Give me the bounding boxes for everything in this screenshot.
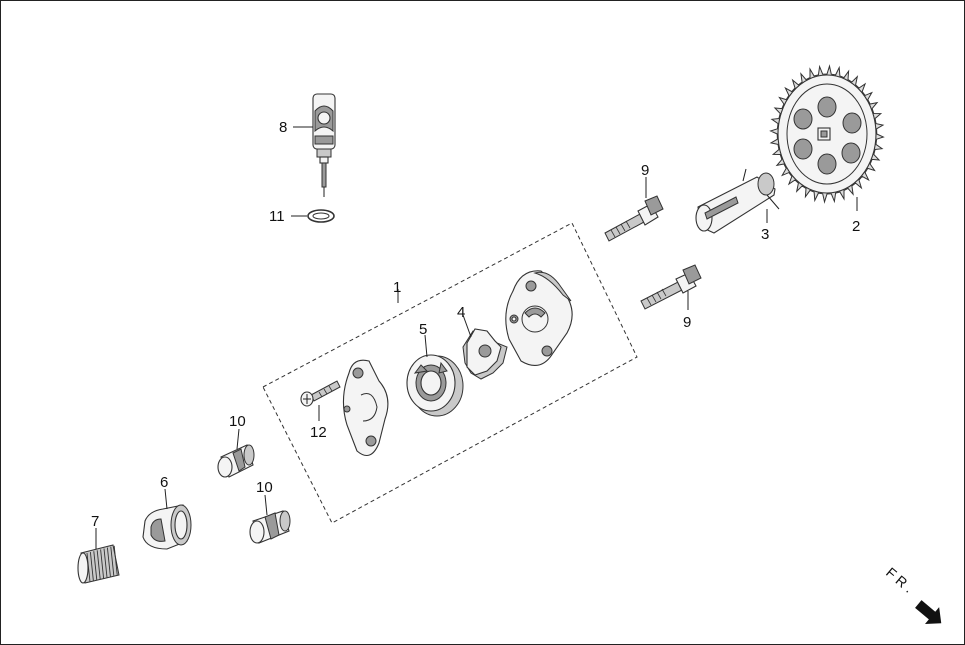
callout-10-lower: 10: [256, 479, 273, 496]
callout-7: 7: [91, 513, 99, 530]
thread-line: [86, 552, 91, 583]
thread-line: [106, 547, 111, 577]
part-8-oil-dipstick[interactable]: [312, 93, 336, 197]
callout-4: 4: [457, 304, 465, 321]
callout-2: 2: [852, 218, 860, 235]
front-label: F R .: [883, 564, 917, 596]
part-6-cap[interactable]: [142, 504, 192, 550]
callout-12: 12: [310, 424, 327, 441]
leader-lines: [95, 126, 858, 549]
front-direction-indicator: F R .: [883, 564, 942, 624]
part-5-outer-rotor[interactable]: [406, 354, 464, 417]
callout-11: 11: [269, 208, 285, 225]
callout-9-upper: 9: [641, 162, 649, 179]
callout-6: 6: [160, 474, 168, 491]
thread-line: [110, 546, 115, 576]
callout-8: 8: [279, 119, 287, 136]
callout-labels: 1 2 3 4 5 6 7 8 9 9 10 10 11 12: [91, 119, 860, 530]
part-9-bolt-lower[interactable]: [640, 264, 702, 310]
pump-body[interactable]: [505, 270, 573, 367]
callout-9-lower: 9: [683, 314, 691, 331]
thread-line: [96, 550, 101, 580]
part-12-screw[interactable]: [300, 380, 341, 407]
pump-cover-plate[interactable]: [342, 359, 389, 457]
part-11-o-ring[interactable]: [307, 209, 335, 223]
thread-line: [89, 552, 94, 582]
thread-line: [93, 551, 98, 581]
part-7-threaded-plug[interactable]: [77, 544, 120, 584]
part-10-dowel-lower[interactable]: [249, 510, 291, 544]
front-arrow-icon: [915, 600, 942, 624]
callout-10-upper: 10: [229, 413, 246, 430]
callout-3: 3: [761, 226, 769, 243]
callout-5: 5: [419, 321, 427, 338]
assembly-boundary: [262, 222, 638, 524]
callout-1: 1: [393, 279, 401, 296]
part-3-pump-shaft[interactable]: [695, 168, 780, 234]
thread-line: [100, 549, 105, 579]
thread-line: [103, 548, 108, 578]
part-9-bolt-upper[interactable]: [604, 195, 664, 242]
thread-line: [113, 545, 118, 575]
part-2-pump-drive-gear[interactable]: [769, 64, 885, 204]
part-10-dowel-upper[interactable]: [217, 444, 255, 478]
part-4-inner-rotor[interactable]: [462, 328, 508, 380]
